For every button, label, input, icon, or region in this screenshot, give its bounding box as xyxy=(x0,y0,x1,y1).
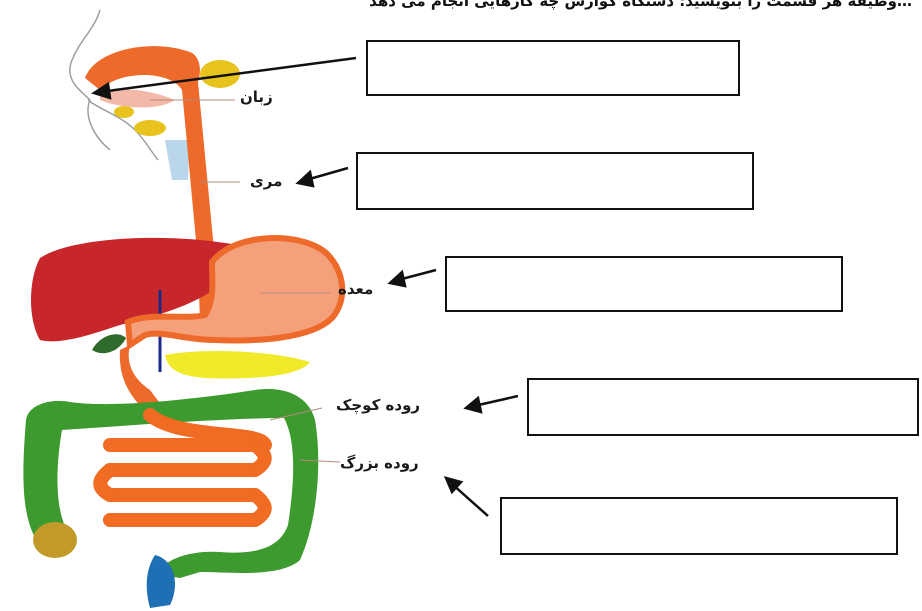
pancreas-shape xyxy=(165,351,310,379)
salivary-gland xyxy=(134,120,166,136)
cecum xyxy=(33,522,77,558)
label-esophagus: مری xyxy=(250,172,282,190)
answer-box-stomach[interactable] xyxy=(445,256,843,312)
answer-box-esophagus[interactable] xyxy=(356,152,754,210)
label-tongue: زبان xyxy=(240,88,273,106)
label-large-intestine: روده بزرگ xyxy=(340,454,419,472)
salivary-gland xyxy=(114,106,134,118)
trachea xyxy=(165,140,190,180)
answer-box-small-intestine[interactable] xyxy=(527,378,919,436)
label-stomach: معده xyxy=(338,280,373,298)
answer-box-large-intestine[interactable] xyxy=(500,497,898,555)
small-intestine-shape xyxy=(100,415,265,520)
label-small-intestine: روده کوچک xyxy=(336,396,420,414)
answer-box-tongue[interactable] xyxy=(366,40,740,96)
